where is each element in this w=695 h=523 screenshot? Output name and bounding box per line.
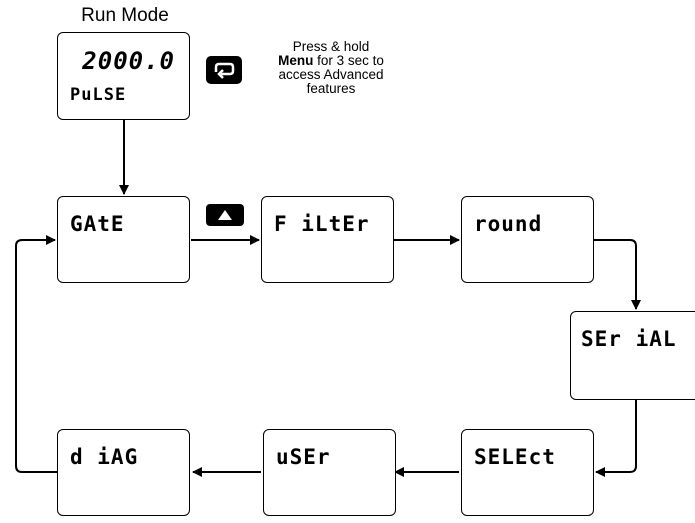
menu-label-gate: GAtE [70, 212, 125, 236]
mode-title: Run Mode [81, 5, 169, 26]
menu-label-user: uSEr [276, 445, 331, 469]
menu-box-filter[interactable]: F iLtEr [261, 196, 394, 283]
note-line-2-rest: for 3 sec to [313, 53, 384, 68]
up-arrow-button-icon[interactable] [206, 204, 244, 226]
run-mode-display: 2000.0 PuLSE [57, 32, 190, 120]
display-unit-label: PuLSE [70, 85, 127, 105]
note-line-2: Menu for 3 sec to [256, 54, 406, 68]
menu-loop-icon[interactable] [206, 56, 242, 84]
arrow-round-to-serial [594, 239, 641, 310]
menu-box-round[interactable]: round [461, 196, 594, 283]
menu-label-filter: F iLtEr [274, 212, 370, 236]
advanced-features-note: Press & hold Menu for 3 sec to access Ad… [256, 40, 406, 96]
note-line-4: features [306, 81, 356, 96]
arrow-diag-to-gate [15, 235, 57, 473]
menu-box-serial[interactable]: SEr iAL [570, 311, 695, 400]
arrow-serial-to-select [595, 399, 637, 477]
menu-label-round: round [474, 212, 543, 236]
menu-label-diag: d iAG [70, 445, 139, 469]
menu-label-select: SELEct [474, 445, 556, 469]
note-menu-word: Menu [278, 53, 314, 68]
menu-box-gate[interactable]: GAtE [57, 196, 190, 283]
menu-box-user[interactable]: uSEr [263, 429, 396, 516]
menu-box-select[interactable]: SELEct [461, 429, 594, 516]
menu-label-serial: SEr iAL [581, 327, 677, 351]
menu-box-diag[interactable]: d iAG [57, 429, 190, 516]
note-line-3: access Advanced [278, 67, 384, 82]
note-line-1: Press & hold [292, 39, 370, 54]
display-value: 2000.0 [82, 47, 175, 75]
